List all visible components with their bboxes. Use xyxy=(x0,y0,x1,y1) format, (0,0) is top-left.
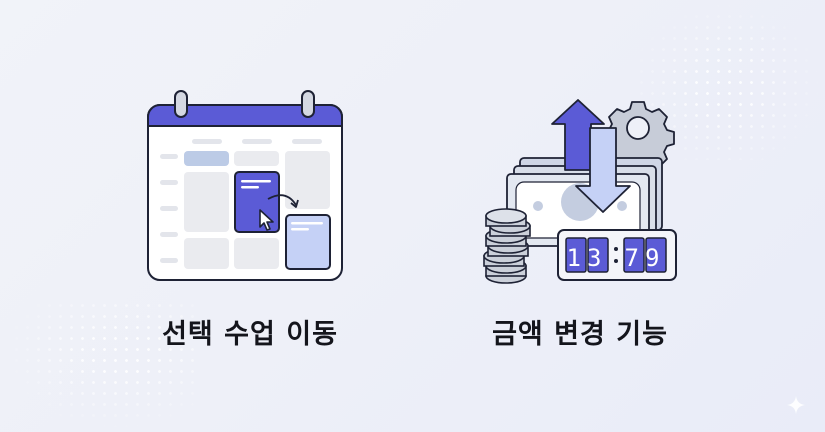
feature-label-amount-change: 금액 변경 기능 xyxy=(492,319,668,350)
clock-minutes: 79 xyxy=(625,244,666,272)
feature-label-class-move: 선택 수업 이동 xyxy=(162,319,338,350)
digital-clock-display: 13 79 xyxy=(557,229,677,281)
coins-icon xyxy=(483,208,531,284)
calendar-drag-icon xyxy=(140,85,350,285)
money-exchange-icon: 13 79 xyxy=(480,90,680,290)
clock-hours: 13 xyxy=(567,244,608,272)
background-dot-pattern xyxy=(0,300,200,432)
gear-icon xyxy=(601,101,675,175)
sparkle-icon xyxy=(785,394,807,416)
